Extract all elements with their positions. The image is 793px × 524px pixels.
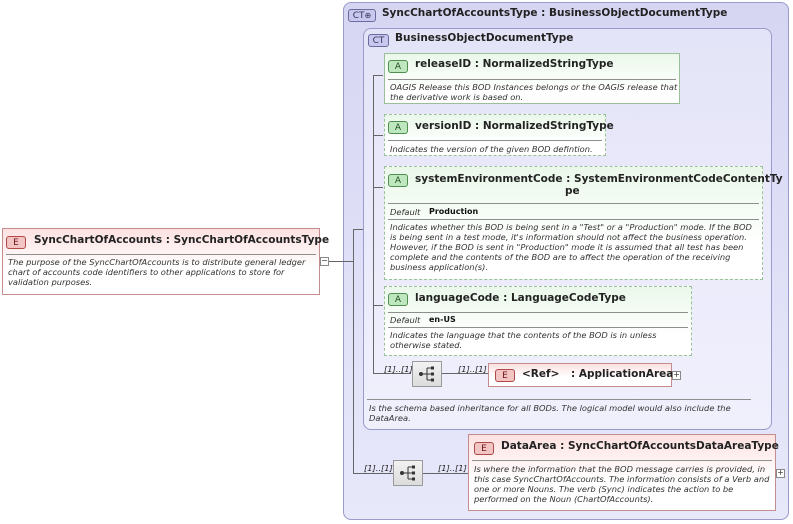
attribute-connector-4 — [373, 305, 383, 306]
attribute-badge: A — [388, 293, 408, 306]
element-doc: The purpose of the SyncChartOfAccounts i… — [8, 257, 306, 287]
element-doc: Is where the information that the BOD me… — [474, 464, 770, 504]
element-application-area-ref[interactable]: E <Ref> : ApplicationArea — [488, 363, 674, 387]
inner-type-title: BusinessObjectDocumentType — [395, 32, 574, 44]
element-badge: E — [495, 369, 515, 382]
sequence-multiplicity: [1]..[1] — [364, 463, 393, 473]
type-connector-vertical — [353, 229, 354, 473]
attribute-badge: A — [388, 60, 408, 73]
element-data-area[interactable]: E DataArea : SyncChartOfAccountsDataArea… — [468, 434, 779, 511]
attribute-connector-3 — [373, 187, 383, 188]
attribute-connector-1 — [373, 75, 383, 76]
separator — [388, 79, 676, 80]
separator — [388, 312, 688, 313]
attribute-language-code[interactable]: A languageCode : LanguageCodeType Defaul… — [384, 286, 692, 356]
sequence-compositor-icon[interactable] — [412, 361, 442, 387]
separator — [472, 460, 772, 461]
attribute-doc: Indicates the language that the contents… — [390, 330, 657, 350]
attribute-title: versionID : NormalizedStringType — [415, 120, 614, 132]
element-badge: E — [474, 442, 494, 455]
element-title: DataArea : SyncChartOfAccountsDataAreaTy… — [501, 440, 779, 452]
attribute-release-id[interactable]: A releaseID : NormalizedStringType OAGIS… — [384, 53, 680, 104]
element-ref-type: : ApplicationArea — [571, 368, 674, 380]
attribute-title: languageCode : LanguageCodeType — [415, 292, 626, 304]
root-connector — [329, 261, 353, 262]
default-value: Production — [429, 207, 479, 216]
element-multiplicity: [1]..[1] — [438, 463, 467, 473]
separator — [388, 327, 688, 328]
attribute-connector-2 — [373, 135, 383, 136]
attribute-connector-vertical — [373, 75, 374, 373]
element-ref-name: <Ref> — [522, 368, 560, 380]
separator — [388, 219, 759, 220]
root-element-sync-chart-of-accounts[interactable]: E SyncChartOfAccounts : SyncChartOfAccou… — [2, 228, 329, 295]
sequence-icon — [419, 366, 434, 382]
separator — [388, 140, 602, 141]
type-connector-top — [353, 229, 363, 230]
collapse-toggle[interactable]: − — [320, 256, 329, 266]
outer-type-title: SyncChartOfAccountsType : BusinessObject… — [382, 7, 728, 19]
element-badge: E — [6, 236, 26, 249]
expand-toggle[interactable]: + — [776, 468, 785, 478]
default-label: Default — [390, 315, 421, 325]
sequence-compositor-icon[interactable] — [393, 460, 423, 486]
expand-toggle[interactable]: + — [672, 370, 681, 380]
attribute-badge: A — [388, 174, 408, 187]
attribute-title-continued: pe — [565, 185, 580, 197]
sequence-connector — [353, 473, 393, 474]
sequence-icon — [400, 465, 415, 481]
separator — [367, 399, 751, 400]
default-value: en-US — [429, 315, 456, 324]
complex-type-badge: CT⊕ — [348, 9, 376, 22]
attribute-title: systemEnvironmentCode : SystemEnvironmen… — [415, 173, 783, 185]
separator — [388, 203, 759, 204]
element-connector — [423, 473, 468, 474]
attribute-version-id[interactable]: A versionID : NormalizedStringType Indic… — [384, 114, 614, 156]
attribute-title: releaseID : NormalizedStringType — [415, 58, 614, 70]
sequence-multiplicity: [1]..[1] — [384, 364, 413, 374]
element-title: SyncChartOfAccounts : SyncChartOfAccount… — [34, 234, 330, 246]
separator — [6, 254, 316, 255]
element-multiplicity: [1]..[1] — [458, 364, 487, 374]
attribute-badge: A — [388, 121, 408, 134]
element-connector — [442, 373, 488, 374]
complex-type-badge-inner: CT — [368, 34, 389, 47]
sequence-connector — [373, 373, 411, 374]
attribute-doc: Indicates whether this BOD is being sent… — [390, 222, 752, 272]
attribute-doc: OAGIS Release this BOD Instances belongs… — [390, 82, 678, 102]
attribute-system-environment-code[interactable]: A systemEnvironmentCode : SystemEnvironm… — [384, 166, 783, 280]
attribute-doc: Indicates the version of the given BOD d… — [390, 144, 593, 154]
inner-type-doc: Is the schema based inheritance for all … — [369, 403, 731, 423]
default-label: Default — [390, 207, 421, 217]
